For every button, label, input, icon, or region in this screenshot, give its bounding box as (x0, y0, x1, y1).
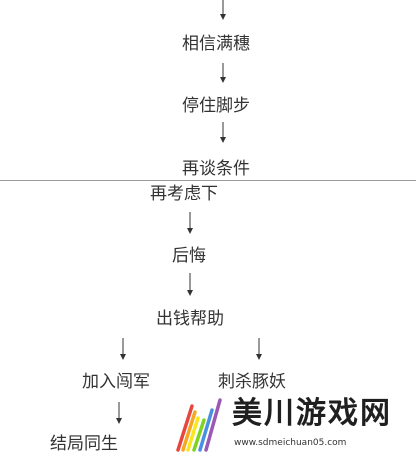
node-tingzhu: 停住脚步 (182, 96, 250, 116)
segment-divider (0, 180, 416, 181)
watermark-logo-icon (176, 398, 222, 452)
node-zaitan: 再谈条件 (182, 159, 250, 179)
node-zaikaolv: 再考虑下 (150, 184, 218, 204)
node-jieju: 结局同生 (50, 434, 118, 454)
watermark: 美川游戏网 www.sdmeichuan05.com (174, 394, 410, 456)
watermark-url: www.sdmeichuan05.com (234, 438, 347, 448)
node-jiaru: 加入闯军 (82, 372, 150, 392)
node-cisha: 刺杀豚妖 (218, 372, 286, 392)
node-houhui: 后悔 (172, 246, 206, 266)
watermark-title: 美川游戏网 (232, 396, 392, 431)
node-chuqian: 出钱帮助 (156, 309, 224, 329)
node-xiangxin: 相信满穗 (182, 34, 250, 54)
